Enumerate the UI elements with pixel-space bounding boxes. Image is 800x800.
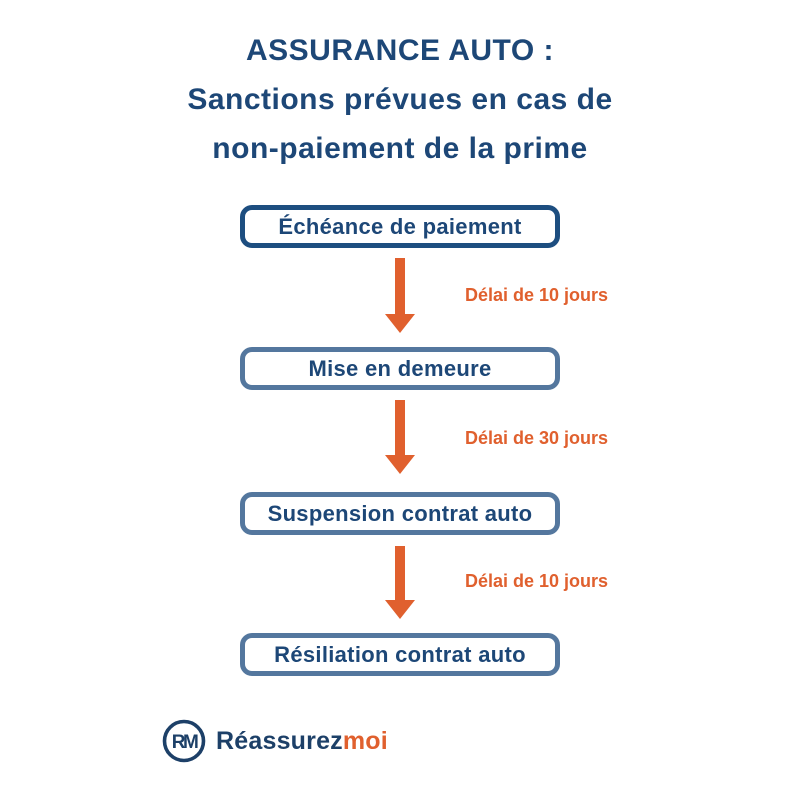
arrow-head <box>385 455 415 474</box>
down-arrow-icon <box>385 400 415 474</box>
down-arrow-icon <box>385 258 415 333</box>
flow-step-label: Échéance de paiement <box>278 213 522 239</box>
flow-step-resiliation: Résiliation contrat auto <box>240 633 560 676</box>
arrow-stem <box>395 546 405 600</box>
page-title: ASSURANCE AUTO : Sanctions prévues en ca… <box>0 26 800 173</box>
rm-monogram-icon: RM <box>162 719 206 763</box>
title-line-2: Sanctions prévues en cas de <box>187 83 613 116</box>
arrow-head <box>385 600 415 619</box>
delay-label-1: Délai de 10 jours <box>465 285 609 305</box>
delay-label-2: Délai de 30 jours <box>465 428 609 448</box>
svg-text:RM: RM <box>172 732 198 753</box>
flow-step-suspension: Suspension contrat auto <box>240 492 560 535</box>
flow-step-label: Résiliation contrat auto <box>274 641 526 667</box>
arrow-head <box>385 314 415 333</box>
down-arrow-icon <box>385 546 415 619</box>
delay-label-3: Délai de 10 jours <box>465 571 609 591</box>
flow-step-echeance: Échéance de paiement <box>240 205 560 248</box>
flow-step-label: Mise en demeure <box>308 355 492 381</box>
arrow-stem <box>395 258 405 314</box>
brand-name-accent: moi <box>342 726 388 755</box>
title-line-1: ASSURANCE AUTO : <box>245 34 554 67</box>
arrow-stem <box>395 400 405 455</box>
flow-step-mise-en-demeure: Mise en demeure <box>240 347 560 390</box>
title-line-3: non-paiement de la prime <box>212 132 588 165</box>
flow-step-label: Suspension contrat auto <box>267 500 533 526</box>
brand-logo: RM Réassurezmoi <box>162 719 388 763</box>
brand-name: Réassurezmoi <box>216 727 388 756</box>
brand-name-primary: Réassurez <box>216 726 343 755</box>
